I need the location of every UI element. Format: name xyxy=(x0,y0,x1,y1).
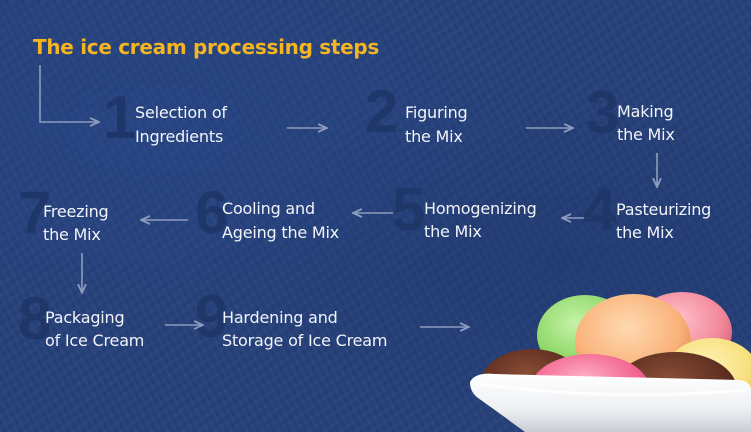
step-number: 4 xyxy=(583,176,617,243)
step-label-line2: the Mix xyxy=(405,127,463,146)
step-label-line2: Ageing the Mix xyxy=(222,223,340,242)
step-number: 6 xyxy=(195,179,229,246)
step-number: 9 xyxy=(195,283,229,350)
step-label-line1: Packaging xyxy=(45,308,125,327)
ice-cream-bowl-image xyxy=(470,292,751,432)
step-label-line2: Storage of Ice Cream xyxy=(222,331,388,350)
step-number: 3 xyxy=(586,79,620,146)
bowl xyxy=(470,373,751,432)
step-label-line1: Hardening and xyxy=(222,308,338,327)
arrow-start-to-1 xyxy=(39,65,98,122)
step-label-line1: Homogenizing xyxy=(424,199,537,218)
step-number: 7 xyxy=(18,179,52,246)
step-label-line1: Pasteurizing xyxy=(616,200,712,219)
step-label-line1: Selection of xyxy=(135,103,227,122)
step-label-line2: the Mix xyxy=(617,125,675,144)
step-label-line2: Ingredients xyxy=(135,127,224,146)
infographic-title: The ice cream processing steps xyxy=(33,35,380,59)
step-number: 5 xyxy=(392,176,426,243)
step-label-line1: Cooling and xyxy=(222,199,315,218)
step-label-line1: Figuring xyxy=(405,103,468,122)
step-label-line1: Making xyxy=(617,102,674,121)
step-label-line2: the Mix xyxy=(424,222,482,241)
step-label-line2: the Mix xyxy=(616,223,674,242)
step-number: 2 xyxy=(365,78,399,145)
bowl-rim-highlight xyxy=(479,382,749,397)
step-label-line1: Freezing xyxy=(43,202,109,221)
step-label-line2: of Ice Cream xyxy=(45,331,145,350)
step-number: 1 xyxy=(103,84,137,151)
step-label-line2: the Mix xyxy=(43,225,101,244)
step-number: 8 xyxy=(18,285,52,352)
